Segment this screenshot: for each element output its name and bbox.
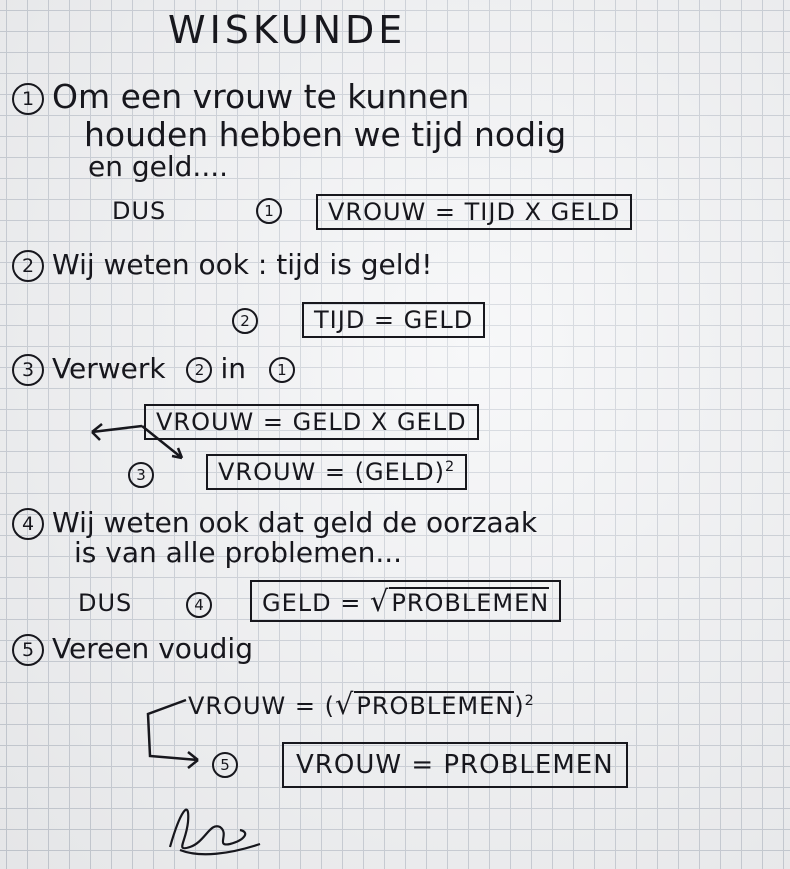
step-5-eq-number: 5 <box>212 752 246 778</box>
sqrt-icon: √ <box>335 687 355 721</box>
step-3-eq-number: 3 <box>128 462 162 488</box>
step-5-number: 5 <box>12 634 44 666</box>
sqrt-icon: √ <box>370 584 390 618</box>
page-title: WISKUNDE <box>168 8 407 52</box>
step-2-eq-number: 2 <box>232 308 266 334</box>
step-2-number: 2 <box>12 250 44 282</box>
step-3-ref-1: 1 <box>268 357 295 383</box>
step-4-line-2: is van alle problemen... <box>74 536 403 569</box>
step-5-intermediate: VROUW = (√PROBLEMEN)2 <box>188 687 535 721</box>
step-4-dus: DUS <box>78 589 133 617</box>
step-1-line-3: en geld.... <box>88 150 229 183</box>
step-2-equation: TIJD = GELD <box>302 302 486 338</box>
step-3-ref-2: 2 <box>186 357 213 383</box>
step-1-eq-number: 1 <box>256 198 290 224</box>
step-5-equation: VROUW = PROBLEMEN <box>282 742 628 788</box>
step-4-eq-number: 4 <box>186 592 220 618</box>
step-4-equation: GELD = √PROBLEMEN <box>250 580 562 622</box>
arrow-step3 <box>91 423 184 460</box>
step-3-equation-b: VROUW = (GELD)2 <box>206 454 468 490</box>
signature <box>168 808 261 856</box>
step-1-number: 1 <box>12 82 44 115</box>
step-3-number: 3 <box>12 354 44 386</box>
step-1-line-2: houden hebben we tijd nodig <box>84 115 567 154</box>
step-4-number: 4 <box>12 508 44 540</box>
step-1-equation: VROUW = TIJD X GELD <box>316 194 633 230</box>
step-3-equation-a: VROUW = GELD X GELD <box>144 404 479 440</box>
step-1-dus: DUS <box>112 197 167 225</box>
arrow-step5 <box>146 698 199 769</box>
